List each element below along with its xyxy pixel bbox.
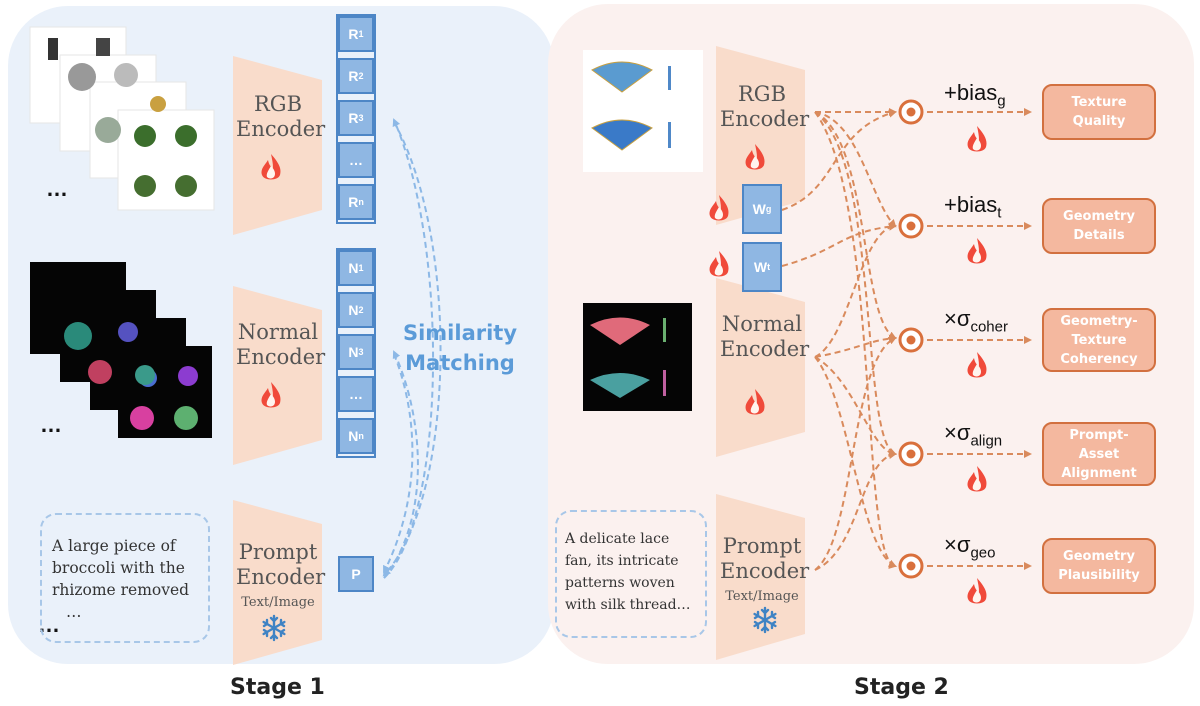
stage1-prompt-box: A large piece of broccoli with the rhizo… (40, 513, 210, 643)
op-bias-t: +biast (944, 192, 1002, 222)
hadamard-icon (898, 327, 924, 353)
fire-icon (967, 238, 987, 264)
similarity-arrows (382, 118, 442, 579)
fire-icon (709, 251, 729, 277)
hadamard-icon (898, 441, 924, 467)
rgb-render-stack (29, 26, 215, 211)
fire-icon (967, 352, 987, 378)
op-bias-g: +biasg (944, 80, 1006, 110)
normal-token-column (336, 248, 376, 458)
stage1-label: Stage 1 (230, 675, 325, 700)
stage2-rgb-renders (583, 50, 703, 172)
stage2-normal-renders (583, 303, 692, 411)
stage2-normal-encoder-shape (716, 278, 805, 457)
stage2-label: Stage 2 (854, 675, 949, 700)
hadamard-icon (898, 99, 924, 125)
op-sigma-align: ×σalign (944, 420, 1003, 450)
rgb-token-column (336, 14, 376, 224)
fire-icon (967, 126, 987, 152)
stage1-rgb-encoder-shape (233, 56, 322, 235)
stage2-prompt-box: A delicate lace fan, its intricate patte… (555, 510, 707, 638)
rgb-token: … (338, 142, 374, 178)
normal-render-stack (30, 262, 212, 438)
op-sigma-geo: ×σgeo (944, 532, 996, 562)
rgb-stack-ellipsis: … (46, 176, 69, 201)
stage2-rgb-encoder-shape (716, 46, 805, 225)
normal-token: … (338, 376, 374, 412)
normal-stack-ellipsis: … (40, 412, 63, 437)
fire-icon (967, 578, 987, 604)
stage1-normal-encoder-shape (233, 286, 322, 465)
stage1-prompt-encoder-shape (233, 500, 322, 665)
op-sigma-coher: ×σcoher (944, 306, 1008, 336)
stage2-prompt-encoder-shape (716, 494, 805, 660)
hadamard-icon (898, 213, 924, 239)
prompt-token: P (338, 556, 374, 592)
stage2-arrows (781, 108, 1032, 571)
hadamard-icon (898, 553, 924, 579)
fire-icon (967, 466, 987, 492)
